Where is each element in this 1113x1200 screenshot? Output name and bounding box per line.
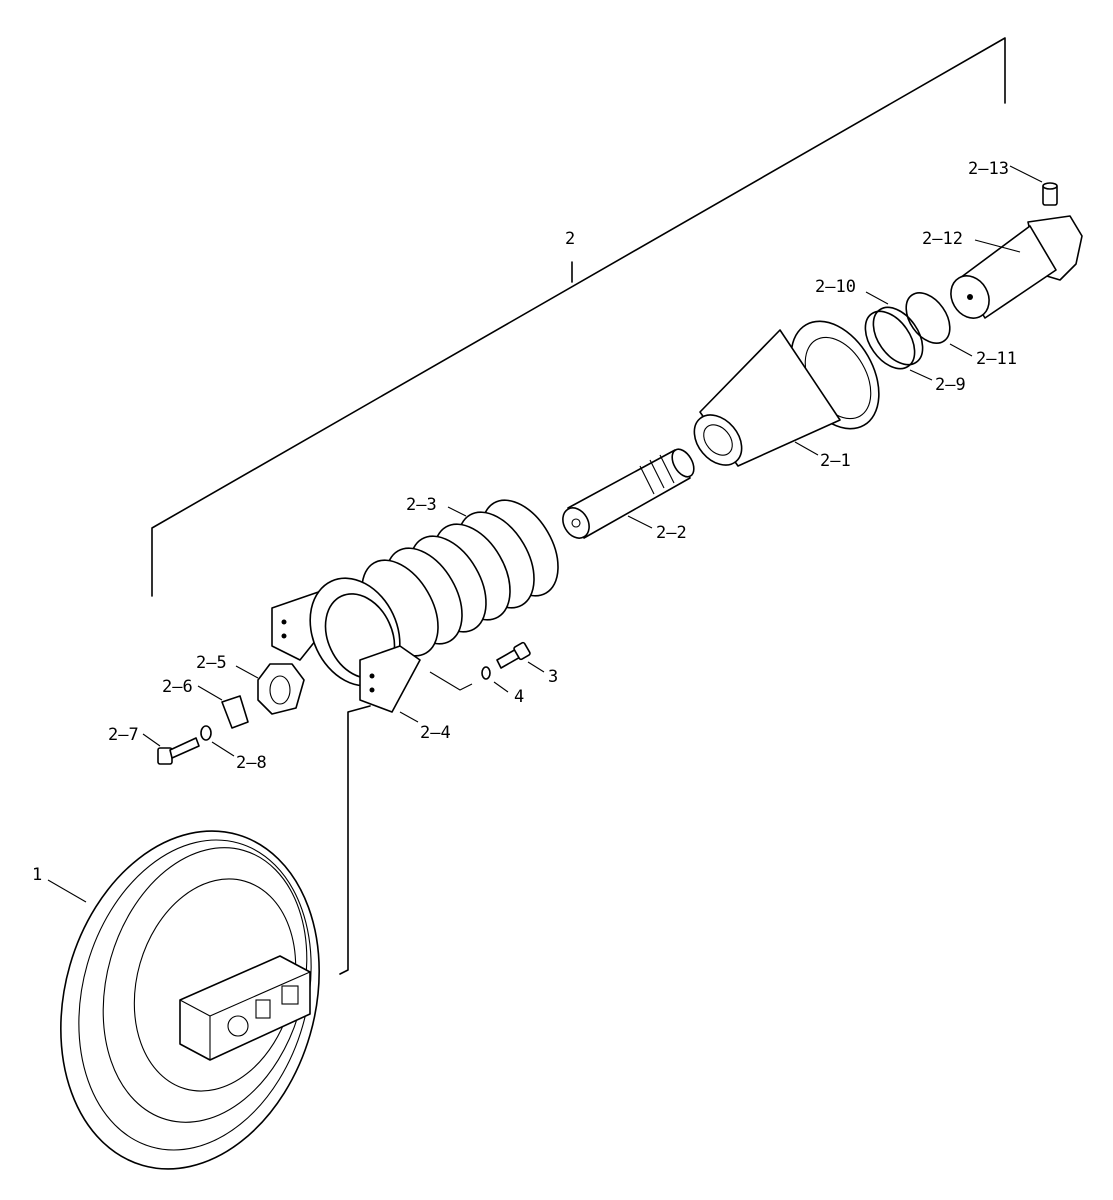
label-2-6: 2–6 [162, 677, 193, 697]
label-2-13: 2–13 [968, 159, 1009, 179]
part-3-bolt [496, 641, 545, 673]
label-2-4: 2–4 [420, 723, 451, 743]
part-2-3-spring [361, 499, 559, 657]
label-2: 2 [565, 229, 575, 249]
label-3: 3 [548, 667, 558, 687]
label-2-1: 2–1 [820, 451, 851, 471]
label-2-8: 2–8 [236, 753, 267, 773]
label-2-12: 2–12 [922, 229, 963, 249]
part-2-5-nut [235, 663, 305, 715]
part-4-washer [481, 666, 509, 693]
part-2-1-cylinder [693, 320, 880, 467]
assembly-2-bracket [151, 37, 1006, 597]
label-2-9: 2–9 [935, 375, 966, 395]
assembly-connector-line [339, 705, 371, 975]
part-1-idler-wheel [47, 830, 320, 1170]
part-2-12-pin [950, 215, 1083, 319]
label-2-7: 2–7 [108, 725, 139, 745]
part-2-4-yoke [271, 577, 473, 723]
label-2-11: 2–11 [976, 349, 1017, 369]
part-2-13-bolt [1009, 165, 1058, 206]
label-4: 4 [514, 687, 524, 707]
label-2-2: 2–2 [656, 523, 687, 543]
part-2-7-bolt [142, 733, 200, 765]
label-1: 1 [32, 865, 42, 885]
callout-labels: 2–13 2–12 2 2–10 2–11 2–9 2–1 2–3 2–2 2–… [32, 159, 1017, 885]
part-2-6-clip [197, 685, 249, 729]
label-2-3: 2–3 [406, 495, 437, 515]
part-2-8-washer [200, 725, 235, 757]
part-2-2-rod [562, 448, 695, 539]
label-2-10: 2–10 [815, 277, 856, 297]
label-2-5: 2–5 [196, 653, 227, 673]
part-2-9-2-10-rings [864, 291, 973, 381]
